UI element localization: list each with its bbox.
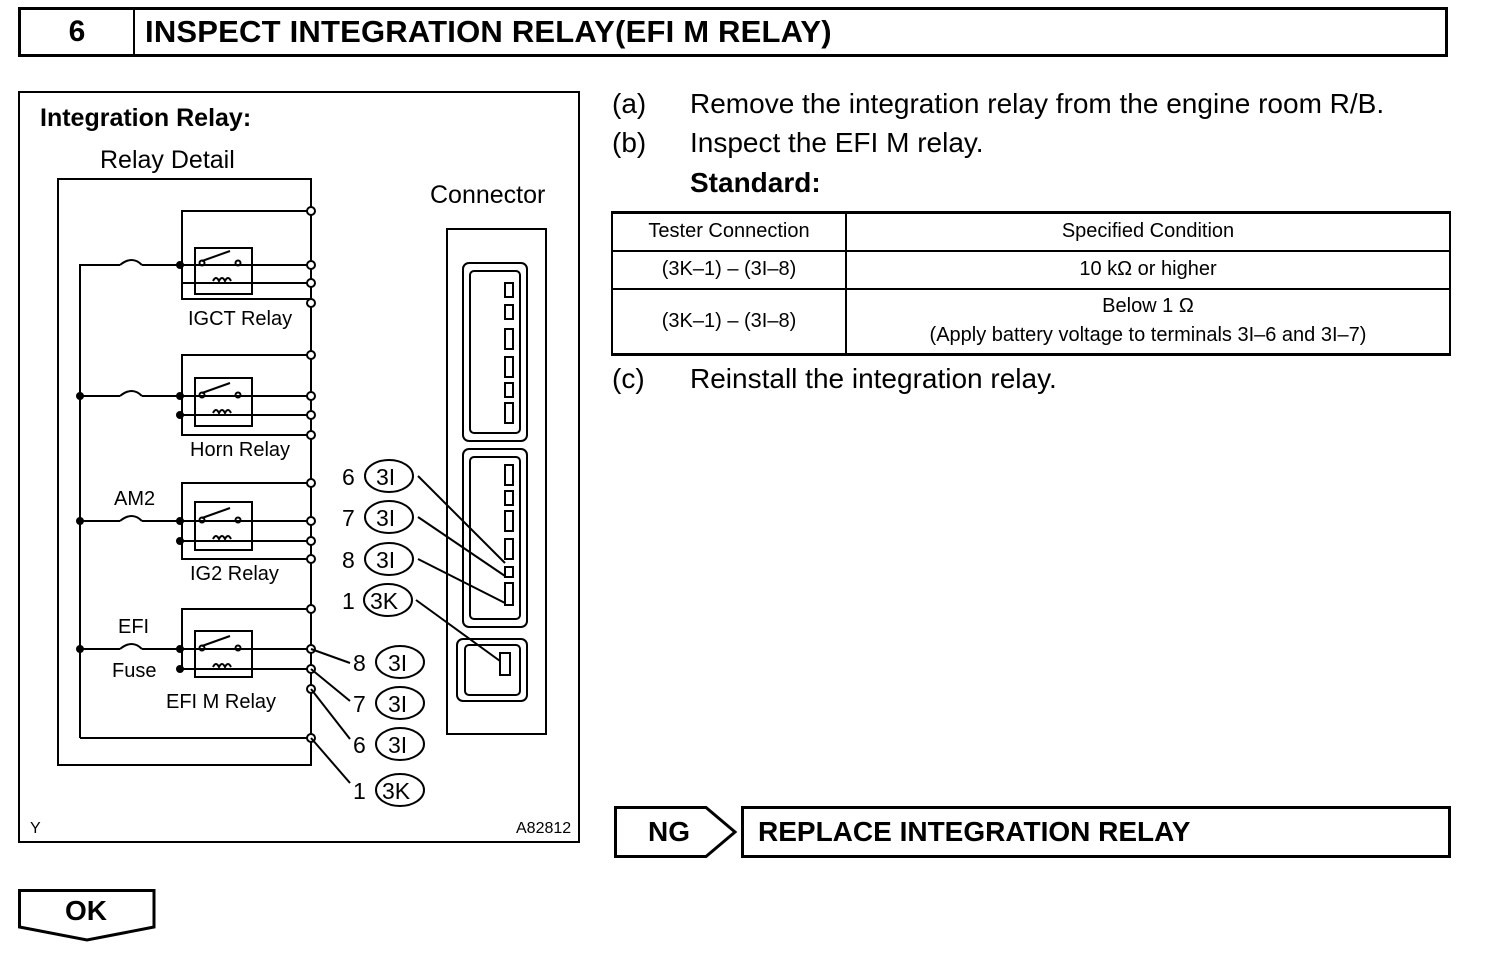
- table-header: Tester Connection: [611, 211, 847, 252]
- instruction-c: (c) Reinstall the integration relay.: [612, 363, 1472, 399]
- relay-diagram-figure: Integration Relay: Relay Detail Connecto…: [18, 91, 580, 843]
- condition-text: 10 kΩ or higher: [1079, 258, 1217, 280]
- callout-conn: 3I: [388, 732, 407, 758]
- callout-pin: 6: [342, 464, 355, 490]
- table-cell-condition: 10 kΩ or higher: [845, 249, 1451, 290]
- callout-pin: 8: [353, 650, 366, 676]
- callout-conn: 3I: [388, 691, 407, 717]
- table-row: (3K–1) – (3I–8) 10 kΩ or higher: [611, 249, 1451, 290]
- callout-pin: 1: [342, 588, 355, 614]
- condition-note: (Apply battery voltage to terminals 3I–6…: [929, 324, 1367, 347]
- step-header: 6 INSPECT INTEGRATION RELAY(EFI M RELAY): [18, 7, 1448, 57]
- callout-pin: 6: [353, 732, 366, 758]
- callout-pin: 8: [342, 547, 355, 573]
- relay-detail-outline: [57, 178, 312, 766]
- callout-pin: 7: [353, 691, 366, 717]
- fuse-label: Fuse: [112, 660, 156, 682]
- step-number: 6: [21, 10, 135, 54]
- condition-text: Below 1 Ω: [1102, 295, 1194, 318]
- instruction-b: (b) Inspect the EFI M relay.: [612, 127, 1472, 163]
- ng-action-box: REPLACE INTEGRATION RELAY: [741, 806, 1451, 858]
- step-title: INSPECT INTEGRATION RELAY(EFI M RELAY): [145, 14, 832, 49]
- table-cell-condition: Below 1 Ω (Apply battery voltage to term…: [845, 287, 1451, 356]
- callout-pin: 7: [342, 505, 355, 531]
- corner-code: Y: [30, 820, 41, 837]
- instruction-label: (a): [612, 88, 647, 119]
- table-header: Specified Condition: [845, 211, 1451, 252]
- figure-id: A82812: [516, 820, 571, 837]
- callout-conn: 3I: [376, 505, 395, 531]
- ng-arrow-shape: [614, 806, 738, 858]
- relay-label-efi-m: EFI M Relay: [166, 691, 276, 713]
- ok-label: OK: [65, 895, 107, 926]
- callout-conn: 3I: [376, 547, 395, 573]
- ok-arrow-shape: [18, 889, 156, 942]
- standard-label: Standard:: [690, 167, 821, 198]
- callout-pin: 1: [353, 778, 366, 804]
- callout-conn: 3I: [376, 464, 395, 490]
- ok-arrow: OK: [18, 889, 156, 943]
- ng-label: NG: [648, 816, 690, 847]
- relay-detail-label: Relay Detail: [100, 146, 235, 174]
- ng-arrow: NG: [614, 806, 738, 858]
- table-row: (3K–1) – (3I–8) Below 1 Ω (Apply battery…: [611, 287, 1451, 356]
- efi-label: EFI: [118, 616, 149, 638]
- am2-label: AM2: [114, 488, 155, 510]
- instruction-text: Remove the integration relay from the en…: [690, 88, 1385, 119]
- relay-label-horn: Horn Relay: [190, 439, 290, 461]
- relay-label-ig2: IG2 Relay: [190, 563, 279, 585]
- instruction-label: (c): [612, 363, 645, 394]
- instruction-text: Reinstall the integration relay.: [690, 363, 1057, 394]
- table-cell-connection: (3K–1) – (3I–8): [611, 287, 847, 356]
- instruction-label: (b): [612, 127, 647, 158]
- relay-label-igct: IGCT Relay: [188, 308, 292, 330]
- figure-title: Integration Relay:: [40, 104, 251, 132]
- spec-table: Tester Connection Specified Condition (3…: [611, 211, 1451, 356]
- connector-outline: [446, 228, 547, 735]
- table-cell-connection: (3K–1) – (3I–8): [611, 249, 847, 290]
- callout-conn: 3K: [382, 778, 411, 804]
- relay-wiring-diagram: Integration Relay: Relay Detail Connecto…: [30, 104, 571, 837]
- callout-conn: 3I: [388, 650, 407, 676]
- instruction-text: Inspect the EFI M relay.: [690, 127, 984, 158]
- instruction-a: (a) Remove the integration relay from th…: [612, 88, 1472, 124]
- connector-label: Connector: [430, 181, 545, 209]
- callout-conn: 3K: [370, 588, 399, 614]
